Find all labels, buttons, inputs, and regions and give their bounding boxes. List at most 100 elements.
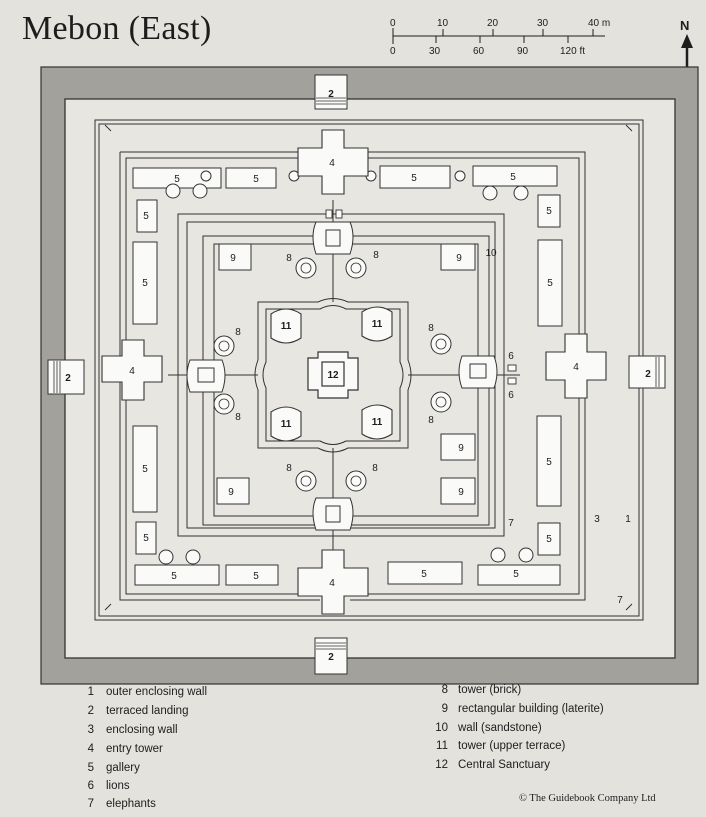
label-elephants: 7 [617,595,623,606]
brick-tower [295,257,317,279]
upper-tower [270,308,302,344]
upper-terrace [254,298,412,453]
label-laterite-building: 9 [458,487,464,498]
gallery [537,239,563,327]
label-landing-east: 2 [645,369,651,380]
temple-plan: 2 2 2 2 4 4 4 4 5 5 5 5 5 5 5 5 5 5 5 5 … [40,66,699,685]
label-laterite-building: 9 [458,443,464,454]
laterite-building [440,433,476,461]
entry-tower-south [297,549,369,615]
label-gallery: 5 [253,571,259,582]
scale-ft-60: 60 [473,46,485,57]
laterite-building [440,477,476,505]
lion [335,209,343,219]
label-gallery: 5 [546,206,552,217]
label-entry-tower-north: 4 [329,158,335,169]
label-central-sanctuary: 12 [327,370,339,381]
label-gallery: 5 [513,569,519,580]
gallery [379,165,451,189]
gallery [134,564,220,586]
gallery [225,564,279,586]
label-upper-tower: 11 [372,417,383,428]
upper-tower [270,406,302,442]
gallery [225,167,277,189]
gallery [132,425,158,513]
brick-tower [345,470,367,492]
label-entry-tower-east: 4 [573,362,579,373]
label-elephants: 7 [508,518,514,529]
laterite-building [216,477,250,505]
label-gallery: 5 [253,174,259,185]
central-sanctuary [307,351,359,399]
entry-tower-west [101,339,163,401]
copyright-notice: © The Guidebook Company Ltd [519,793,656,804]
label-enclosing-wall: 3 [594,514,600,525]
gallery [132,241,158,325]
label-upper-tower: 11 [372,319,383,330]
gallery [537,194,561,228]
brick-tower [213,335,235,357]
label-gallery: 5 [142,464,148,475]
north-label: N [680,18,689,33]
label-landing-north: 2 [328,89,334,100]
label-brick-tower: 8 [428,415,434,426]
label-gallery: 5 [546,534,552,545]
label-brick-tower: 8 [372,463,378,474]
scale-m-0: 0 [390,18,396,29]
landing-north [314,74,348,110]
label-upper-tower: 11 [281,419,292,430]
label-brick-tower: 8 [286,253,292,264]
label-landing-west: 2 [65,373,71,384]
label-landing-south: 2 [328,652,334,663]
gallery [477,564,561,586]
label-brick-tower: 8 [373,250,379,261]
scale-ft-120: 120 ft [560,46,585,57]
gallery [472,165,558,187]
brick-tower [295,470,317,492]
label-brick-tower: 8 [235,412,241,423]
laterite-building [218,243,252,271]
label-gallery: 5 [174,174,180,185]
gallery [135,521,157,555]
label-gallery: 5 [546,457,552,468]
scale-m-30: 30 [537,18,549,29]
label-laterite-building: 9 [230,253,236,264]
scale-ft-30: 30 [429,46,441,57]
upper-tower [361,306,393,342]
lion [507,364,517,372]
label-gallery: 5 [421,569,427,580]
galleries [132,165,563,586]
label-sandstone-wall: 10 [485,248,497,259]
scale-bar: 0 10 20 30 40 m 0 30 60 90 120 ft [390,18,610,57]
gallery [136,199,158,233]
label-gallery: 5 [171,571,177,582]
label-gallery: 5 [142,278,148,289]
label-laterite-building: 9 [456,253,462,264]
terraced-landings [47,74,666,675]
brick-tower [430,391,452,413]
label-entry-tower-south: 4 [329,578,335,589]
label-gallery: 5 [547,278,553,289]
label-brick-tower: 8 [286,463,292,474]
label-lions: 6 [508,351,514,362]
entry-tower-north [297,129,369,195]
scale-ft-90: 90 [517,46,529,57]
brick-tower [430,333,452,355]
scale-m-20: 20 [487,18,499,29]
label-brick-tower: 8 [235,327,241,338]
brick-tower [213,393,235,415]
scale-m-10: 10 [437,18,449,29]
lion [325,209,333,219]
label-outer-wall: 1 [625,514,631,525]
